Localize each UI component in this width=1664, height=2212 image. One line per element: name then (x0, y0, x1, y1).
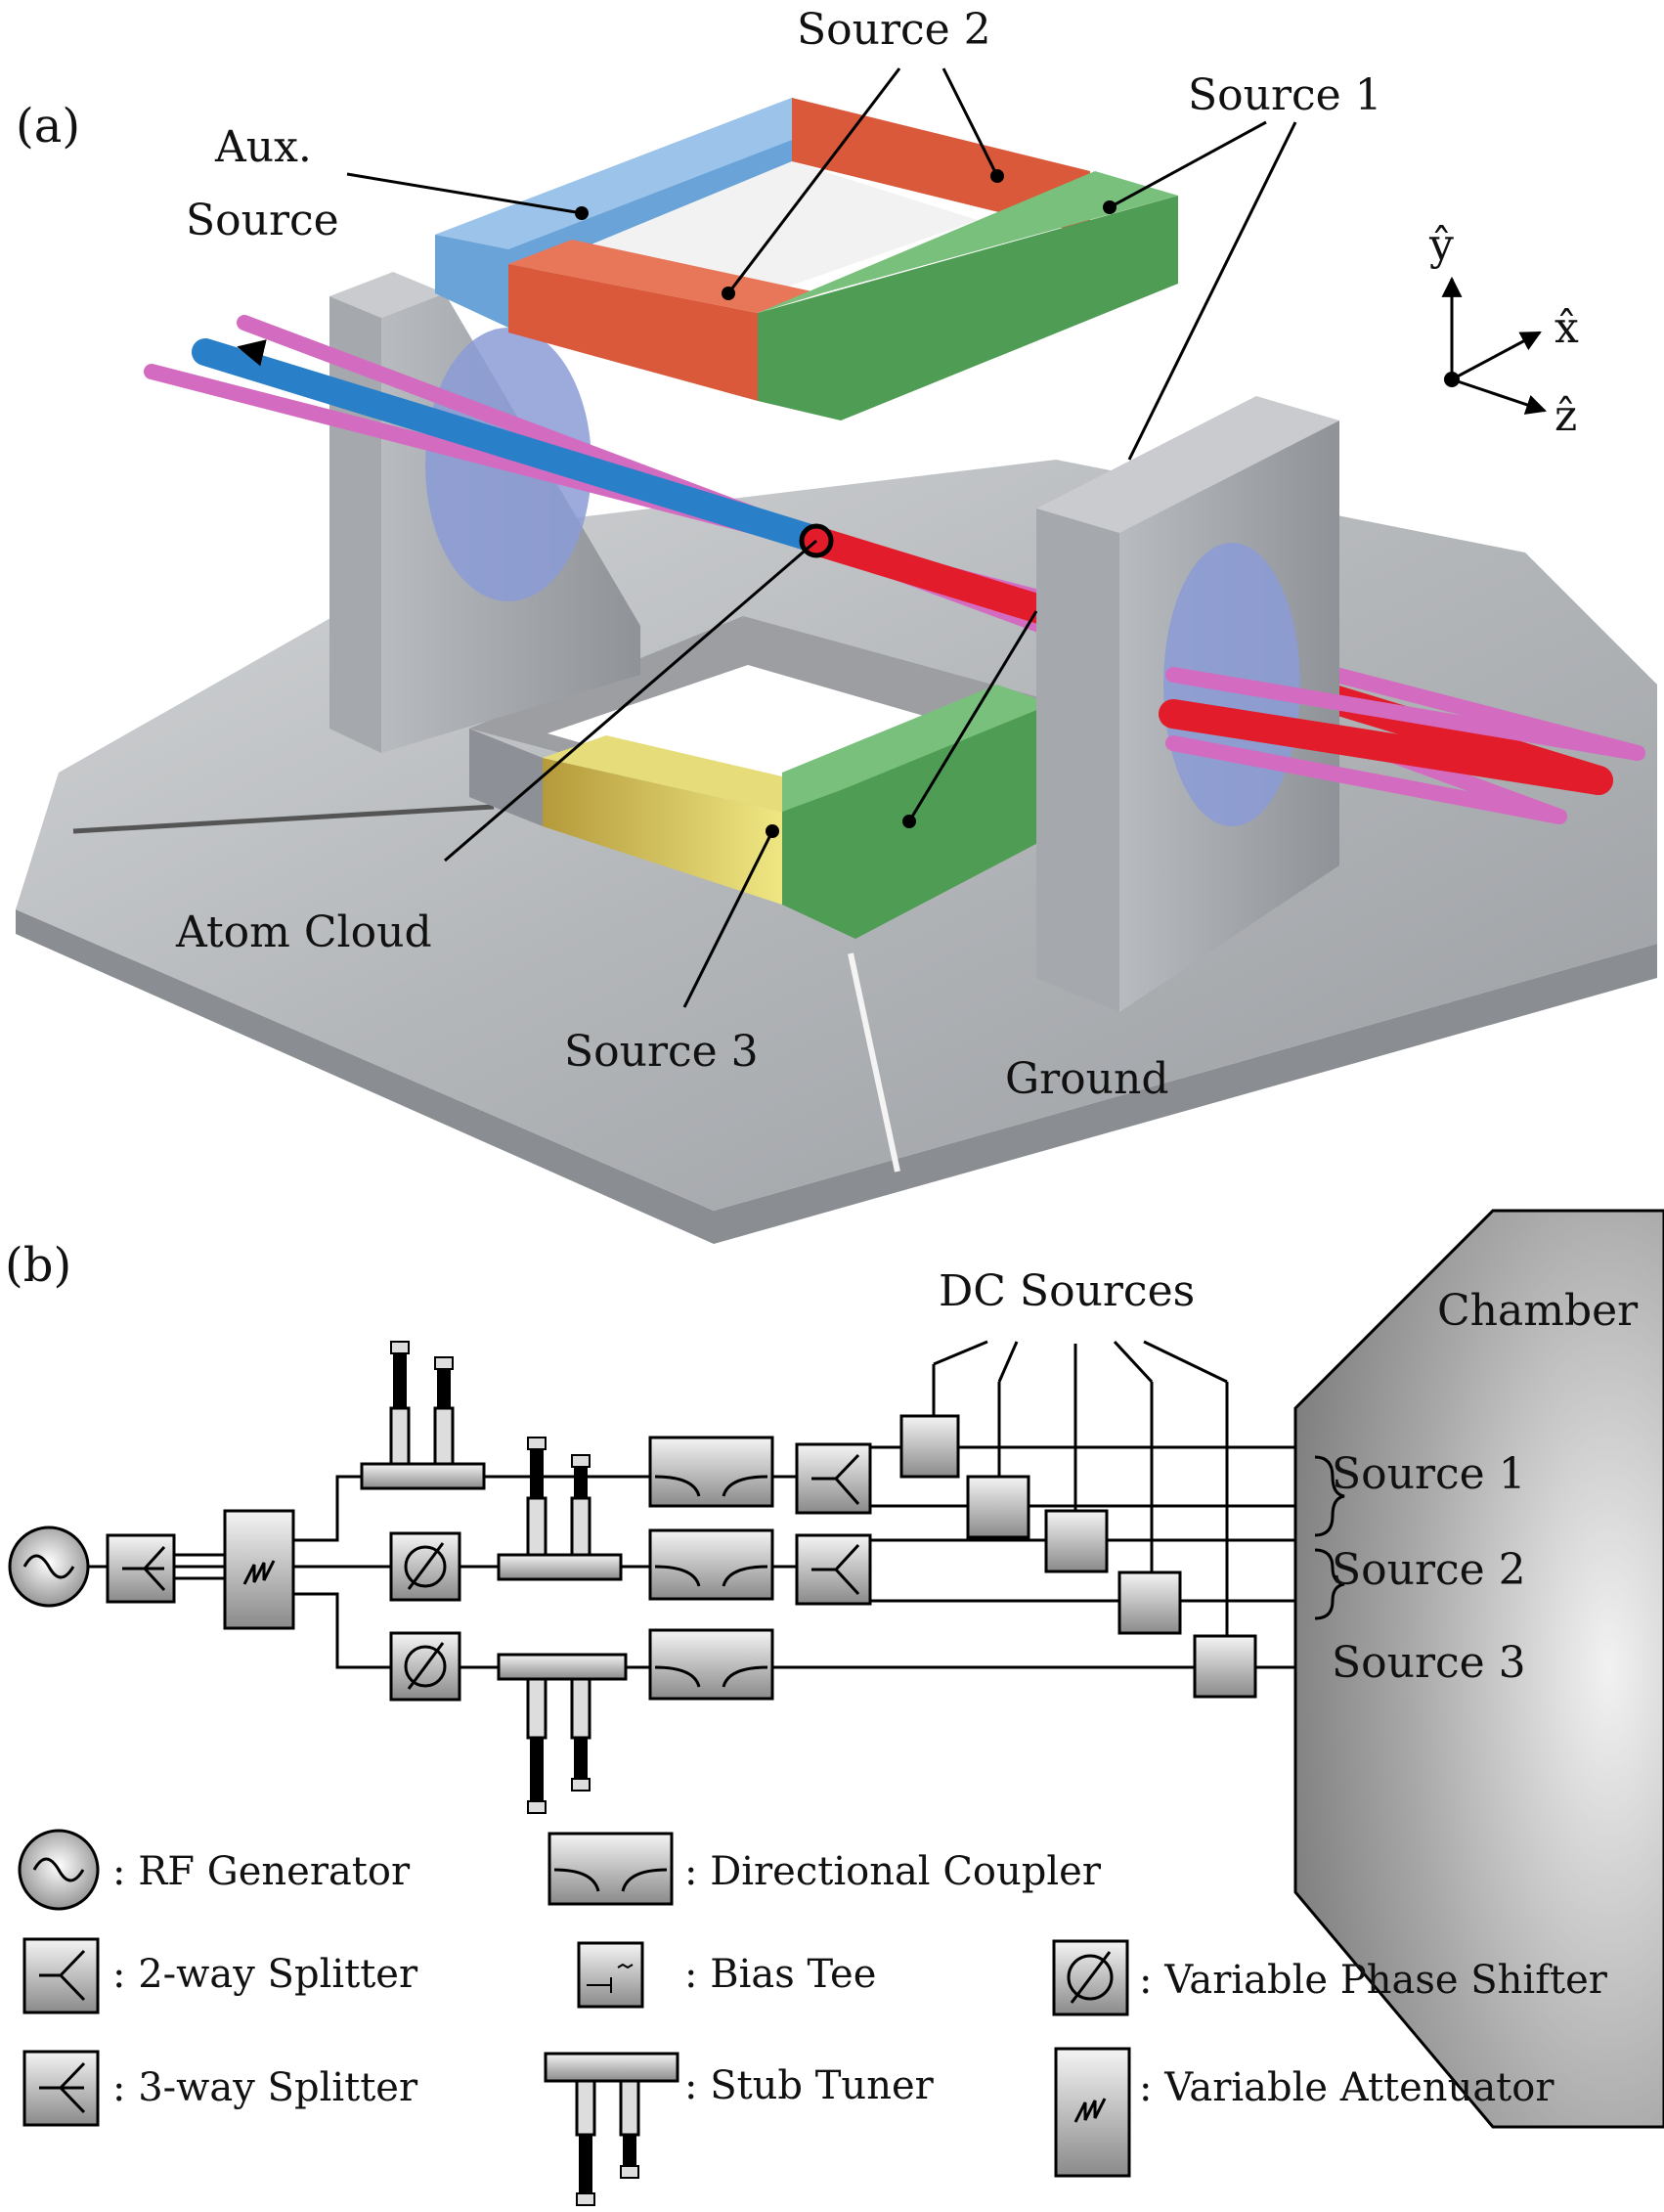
two-way-splitter (795, 1533, 872, 1606)
variable-attenuator (223, 1509, 295, 1630)
directional-coupler (648, 1436, 774, 1508)
coordinate-axes: ŷ x̂ ẑ (1428, 220, 1579, 441)
two-way-splitter (795, 1442, 872, 1515)
x-axis-label: x̂ (1555, 303, 1579, 353)
right-post (1036, 509, 1119, 1012)
variable-phase-shifter (389, 1631, 461, 1702)
aux-source-label-line2: Source (186, 196, 339, 245)
plate-slot (848, 952, 900, 1172)
source-1-upper-electrode (758, 196, 1178, 420)
legend-rf-generator: : RF Generator (112, 1849, 411, 1894)
source-1-lower-electrode (782, 704, 1051, 939)
right-post-top (1036, 396, 1339, 533)
z-axis-label: ẑ (1555, 391, 1577, 441)
aux-source-top (435, 98, 851, 249)
stub-tuner (497, 1653, 628, 1814)
rf-generator-icon (18, 1829, 100, 1911)
panel-b: (b) Chamber (5, 1209, 1664, 2129)
source-1-label: Source 1 (1188, 70, 1382, 120)
ground-label: Ground (1005, 1054, 1169, 1104)
source-3-label: Source 3 (564, 1027, 759, 1077)
source-1-upper-top (758, 171, 1178, 313)
legend: : RF Generator : Directional Coupler : 2… (18, 1829, 1608, 2206)
source-2-label: Source 2 (797, 5, 991, 55)
three-way-splitter (106, 1533, 176, 1604)
legend-2-way-splitter: : 2-way Splitter (112, 1952, 418, 1997)
legend-3-way-splitter: : 3-way Splitter (112, 2065, 418, 2110)
directional-coupler (648, 1628, 774, 1701)
panel-b-label: (b) (5, 1238, 71, 1293)
rf-generator (8, 1526, 90, 1608)
output-source-2: Source 2 (1332, 1545, 1526, 1595)
source-3-top (543, 735, 841, 812)
source-3-electrode (543, 758, 782, 905)
legend-stub-tuner: : Stub Tuner (684, 2063, 935, 2108)
output-source-3: Source 3 (1332, 1638, 1526, 1688)
stub-tuner (360, 1341, 486, 1490)
output-source-1: Source 1 (1332, 1449, 1526, 1499)
beam-arrow (237, 339, 294, 367)
atom-cloud-label: Atom Cloud (175, 907, 432, 957)
source-2-front-electrode (508, 264, 758, 401)
leader-dots (575, 169, 1117, 838)
aux-source-label-line1: Aux. (214, 122, 312, 172)
legend-bias-tee: : Bias Tee (684, 1952, 876, 1997)
legend-variable-attenuator: : Variable Attenuator (1139, 2065, 1555, 2110)
three-way-splitter-icon (22, 2050, 100, 2127)
y-axis-label: ŷ (1428, 220, 1454, 270)
panel-a: (a) ŷ x̂ ẑ (16, 5, 1657, 1244)
two-way-splitter-icon (22, 1937, 100, 2014)
variable-phase-shifter (389, 1531, 461, 1602)
legend-variable-phase-shifter: : Variable Phase Shifter (1139, 1958, 1608, 2003)
variable-attenuator-icon (1054, 2047, 1131, 2178)
dc-sources-label: DC Sources (939, 1266, 1195, 1316)
directional-coupler (648, 1528, 774, 1601)
source-1-lower-top (782, 685, 1051, 812)
source-2-back-electrode (792, 98, 1090, 235)
legend-directional-coupler: : Directional Coupler (684, 1849, 1102, 1894)
stub-tuner (497, 1437, 623, 1581)
chamber (1293, 1209, 1664, 2129)
left-post-top (329, 272, 445, 318)
source-2-front-top (508, 240, 821, 313)
bias-tee-icon (577, 1941, 644, 2009)
panel-a-label: (a) (16, 99, 80, 154)
variable-phase-shifter-icon (1052, 1939, 1129, 2016)
stub-tuner-icon (544, 2052, 679, 2206)
directional-coupler-icon (547, 1832, 674, 1906)
plate-slot (72, 804, 495, 834)
bias-tee (899, 1414, 1257, 1699)
atom-cloud-marker (799, 523, 834, 558)
leader-lines (346, 67, 1297, 1008)
ground-plate-edge (16, 909, 1657, 1244)
lower-frame-grey-end (469, 729, 543, 826)
chamber-label: Chamber (1437, 1286, 1639, 1336)
